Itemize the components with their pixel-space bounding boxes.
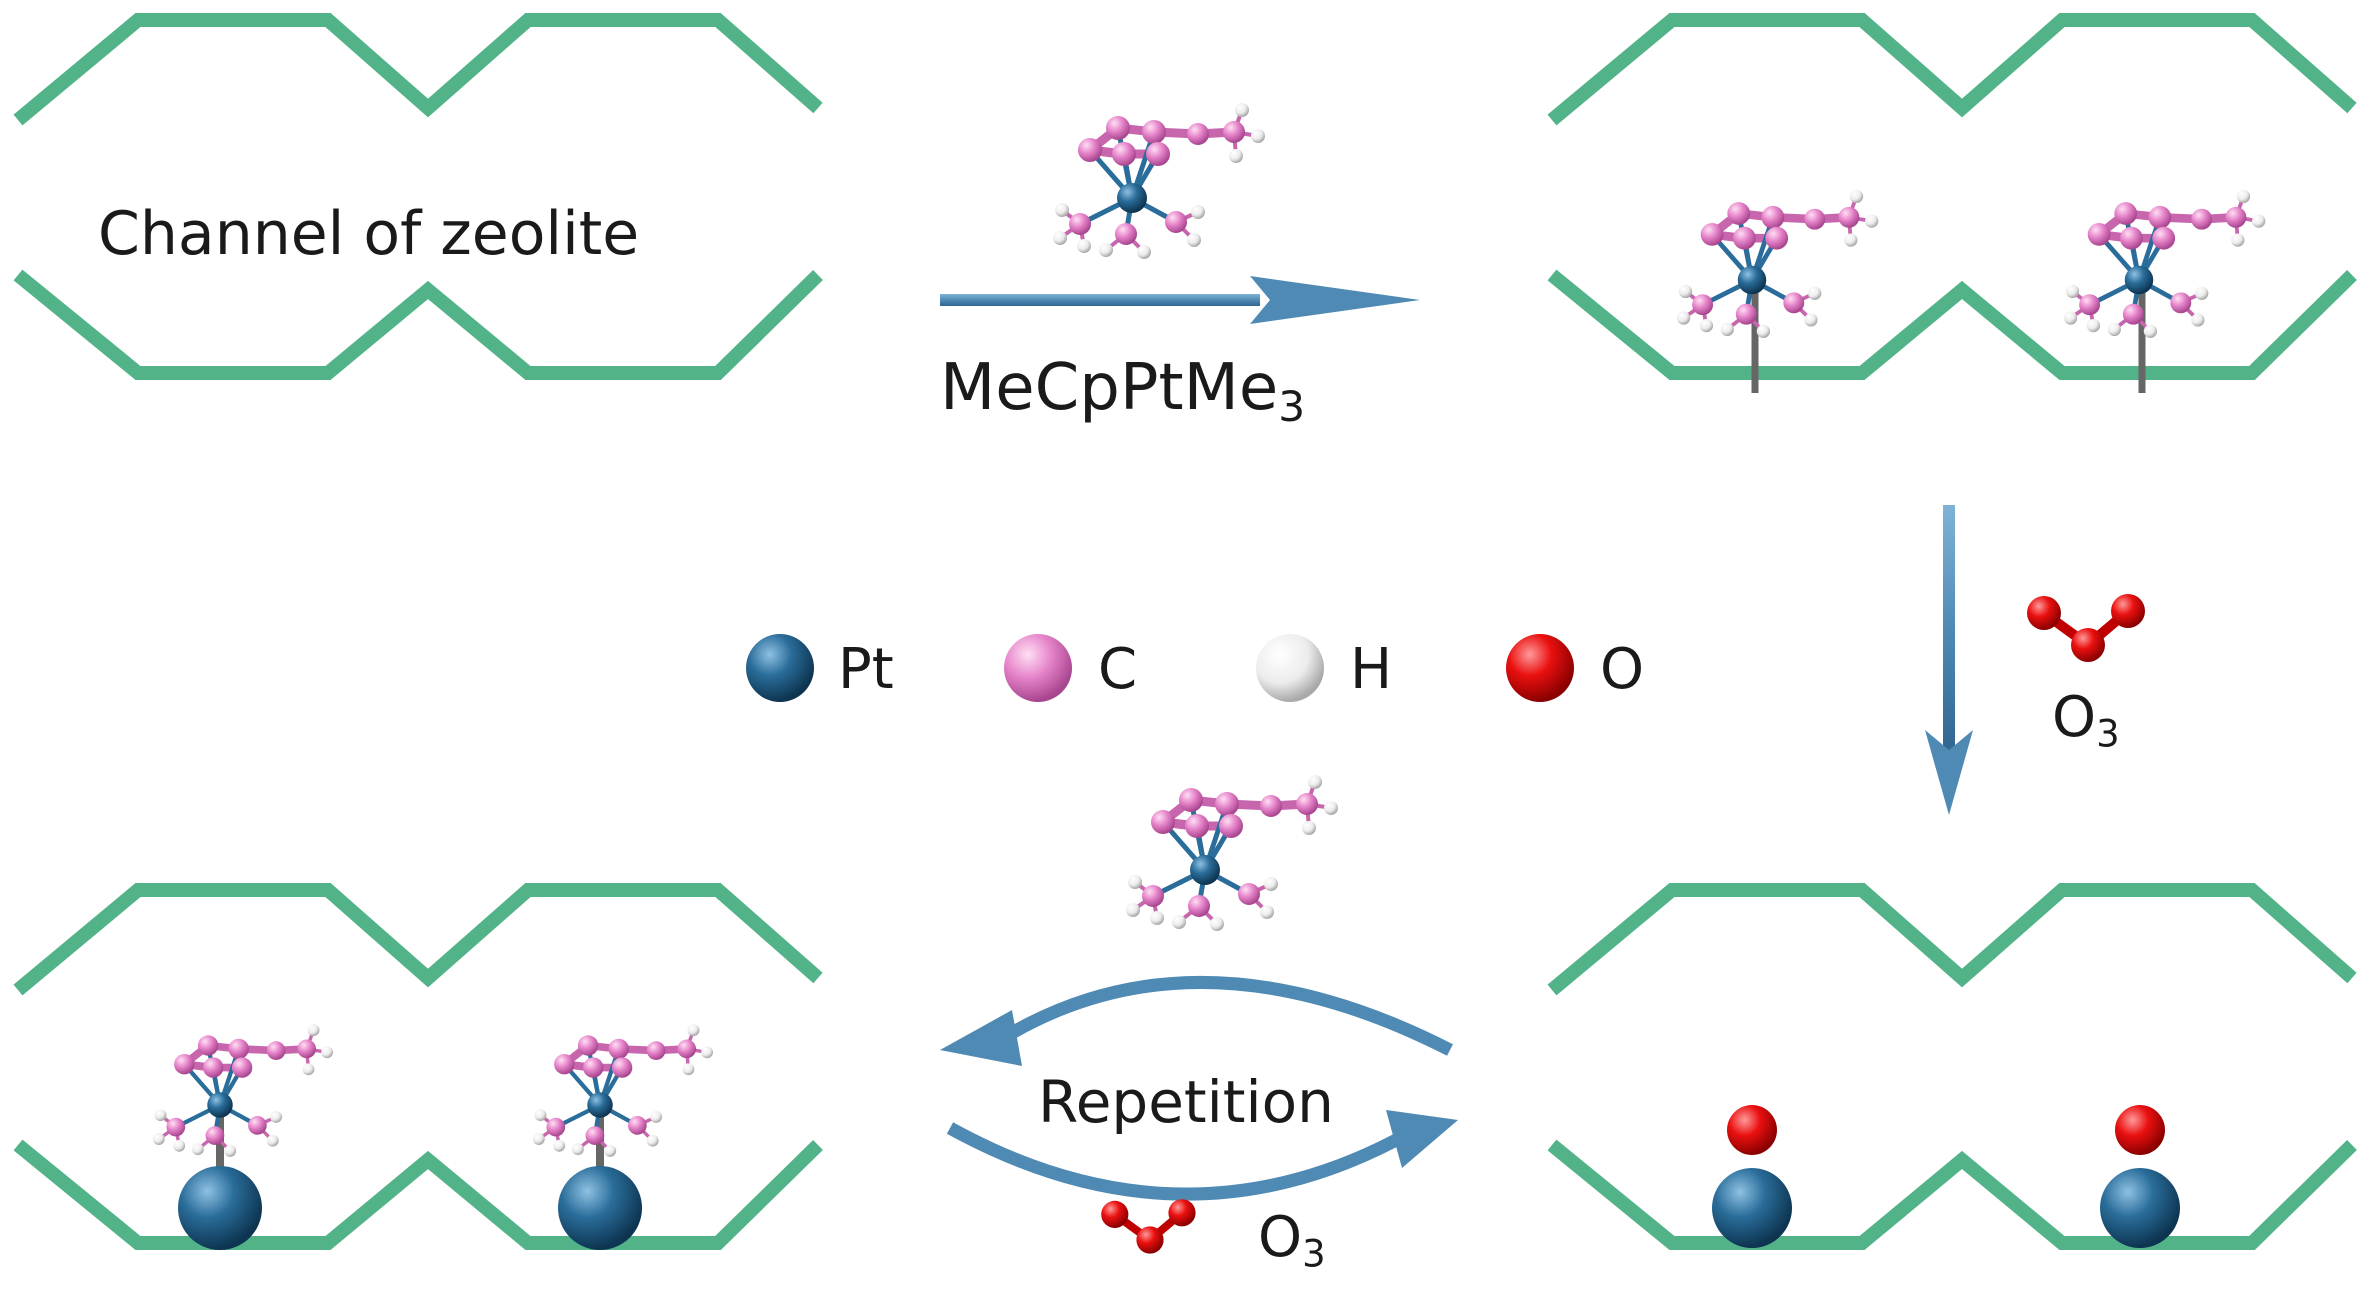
legend-pt-label: Pt	[838, 637, 894, 702]
ozone-label-bottom: O3	[1258, 1205, 1326, 1276]
ozone-molecule-right	[2027, 594, 2145, 662]
ozone-label-right: O3	[2052, 685, 2120, 756]
precursor-label: MeCpPtMe3	[940, 351, 1306, 431]
legend-c-swatch	[1004, 634, 1072, 702]
legend-h-label: H	[1350, 637, 1393, 702]
precursor-on-pt-right	[533, 1024, 713, 1250]
pt-o-species-right	[2100, 1105, 2180, 1248]
adsorbed-precursor-left	[1677, 190, 1878, 393]
adsorbed-precursor-right	[2064, 190, 2265, 393]
panel-oxidized-pt	[1552, 890, 2352, 1243]
panel-empty-channel	[18, 20, 818, 373]
legend-o-label: O	[1600, 637, 1645, 702]
arrow-repetition-right	[946, 1110, 1458, 1201]
precursor-molecule-free	[1053, 103, 1265, 259]
ozone-molecule-bottom	[1101, 1199, 1195, 1253]
precursor-on-pt-left	[153, 1024, 333, 1250]
arrow-ozone-step	[1925, 505, 1973, 815]
legend-swatches	[746, 634, 1574, 702]
legend-c-label: C	[1098, 637, 1138, 702]
precursor-molecule-repetition	[1126, 775, 1338, 931]
legend-h-swatch	[1256, 634, 1324, 702]
arrow-precursor-dose	[940, 276, 1420, 324]
channel-label: Channel of zeolite	[98, 199, 640, 269]
legend-pt-swatch	[746, 634, 814, 702]
arrow-repetition-left	[940, 975, 1453, 1066]
legend-o-swatch	[1506, 634, 1574, 702]
repetition-label: Repetition	[1038, 1068, 1334, 1136]
panel-precursor-on-pt	[18, 890, 818, 1243]
panel-adsorbed-precursor	[1552, 20, 2352, 373]
pt-o-species-left	[1712, 1105, 1792, 1248]
